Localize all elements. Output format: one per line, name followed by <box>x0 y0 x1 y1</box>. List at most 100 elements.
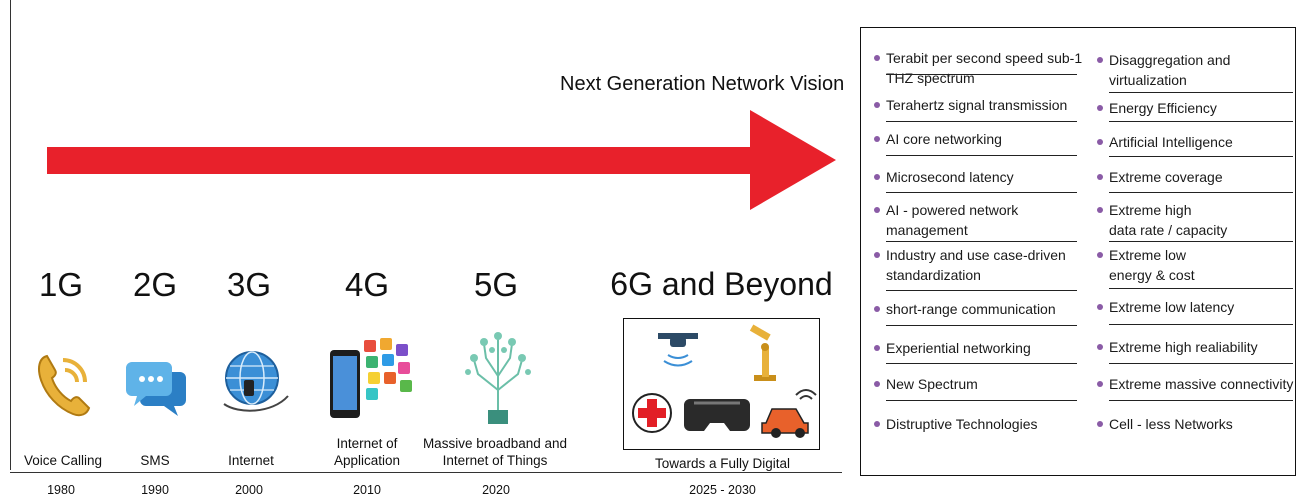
feature-divider <box>886 121 1077 122</box>
caption-4g: Internet of Application <box>320 435 414 469</box>
feature-text: Terabit per second speed sub-1 <box>886 50 1083 66</box>
feature-divider <box>1109 324 1293 325</box>
feature-item: Extreme low latency <box>1097 297 1293 317</box>
gen-label-4g: 4G <box>344 266 390 303</box>
feature-item: AI core networking <box>874 129 1077 149</box>
caption-line: Voice Calling <box>23 453 103 468</box>
left-axis-line <box>10 0 11 470</box>
gen-label-6g: 6G and Beyond <box>610 266 833 302</box>
bullet-icon <box>874 102 880 108</box>
chat-bubbles-icon <box>126 362 186 416</box>
vr-headset-icon <box>684 399 750 431</box>
feature-text: Extreme coverage <box>1109 169 1223 185</box>
feature-text: Experiential networking <box>886 340 1031 356</box>
bullet-icon <box>874 55 880 61</box>
gen-label-5g: 5G <box>473 266 519 303</box>
gen-label-2g: 2G <box>132 266 178 303</box>
feature-item: Extreme high data rate / capacity <box>1097 200 1293 240</box>
feature-divider <box>886 155 1077 156</box>
feature-text: Extreme high <box>1109 202 1192 218</box>
caption-line: Massive broadband and <box>422 436 568 451</box>
feature-divider <box>886 192 1077 193</box>
caption-line: SMS <box>140 453 170 468</box>
bullet-icon <box>1097 381 1103 387</box>
bullet-icon <box>874 306 880 312</box>
feature-item: New Spectrum <box>874 374 1077 394</box>
bullet-icon <box>874 207 880 213</box>
caption-1g: Voice Calling <box>18 452 108 469</box>
feature-divider <box>886 241 1077 242</box>
year-4g: 2010 <box>353 483 381 497</box>
feature-text: Cell - less Networks <box>1109 416 1233 432</box>
digital-world-box <box>623 318 820 450</box>
feature-divider <box>1109 92 1293 93</box>
bullet-icon <box>1097 174 1103 180</box>
feature-text: Microsecond latency <box>886 169 1014 185</box>
timeline-baseline <box>10 472 842 473</box>
caption-line: Internet <box>228 453 274 468</box>
feature-text: Terahertz signal transmission <box>886 97 1068 113</box>
bullet-icon <box>874 174 880 180</box>
year-5g: 2020 <box>482 483 510 497</box>
iot-tree-icon <box>465 332 531 424</box>
bullet-icon <box>874 136 880 142</box>
feature-item: Energy Efficiency <box>1097 98 1293 118</box>
feature-text: Industry and use case-driven <box>886 247 1066 263</box>
feature-text: Artificial Intelligence <box>1109 134 1233 150</box>
feature-item: Extreme coverage <box>1097 167 1293 187</box>
year-2g: 1990 <box>141 483 169 497</box>
bullet-icon <box>874 252 880 258</box>
feature-item: short-range communication <box>874 299 1077 319</box>
feature-divider <box>886 290 1077 291</box>
feature-text: Disaggregation and <box>1109 52 1231 68</box>
feature-text: AI core networking <box>886 131 1002 147</box>
bullet-icon <box>1097 57 1103 63</box>
feature-item: Experiential networking <box>874 338 1077 358</box>
bullet-icon <box>1097 105 1103 111</box>
bullet-icon <box>1097 304 1103 310</box>
feature-divider <box>886 363 1077 364</box>
caption-line: Application <box>333 453 401 468</box>
caption-line: Internet of Things <box>442 453 548 468</box>
feature-divider <box>886 325 1077 326</box>
feature-text: Energy Efficiency <box>1109 100 1217 116</box>
feature-divider <box>1109 288 1293 289</box>
feature-text: data rate / capacity <box>1109 222 1228 238</box>
caption-6g: Towards a Fully Digital <box>630 455 815 472</box>
bullet-icon <box>1097 421 1103 427</box>
bullet-icon <box>1097 207 1103 213</box>
feature-item: Extreme high realiability <box>1097 337 1293 357</box>
feature-divider <box>1109 121 1293 122</box>
feature-text: AI - powered network <box>886 202 1019 218</box>
feature-divider <box>1109 156 1293 157</box>
medical-cross-icon <box>632 393 672 433</box>
feature-item: Terahertz signal transmission <box>874 95 1077 115</box>
bullet-icon <box>1097 139 1103 145</box>
robot-arm-icon <box>749 324 776 381</box>
bullet-icon <box>874 421 880 427</box>
feature-divider <box>886 400 1077 401</box>
bullet-icon <box>874 381 880 387</box>
caption-line: Towards a Fully Digital <box>654 456 791 471</box>
caption-3g: Internet <box>208 452 294 469</box>
feature-text: THZ spectrum <box>886 70 975 86</box>
drone-icon <box>658 333 698 367</box>
smartphone-apps-icon <box>330 338 412 418</box>
feature-text: management <box>886 222 968 238</box>
bullet-icon <box>1097 252 1103 258</box>
feature-text: short-range communication <box>886 301 1056 317</box>
vision-arrow <box>47 110 836 210</box>
bullet-icon <box>874 345 880 351</box>
globe-icon <box>223 351 289 412</box>
connected-car-icon <box>761 389 817 438</box>
year-3g: 2000 <box>235 483 263 497</box>
vision-title: Next Generation Network Vision <box>560 73 845 95</box>
feature-text: virtualization <box>1109 72 1187 88</box>
phone-icon <box>38 354 91 417</box>
year-1g: 1980 <box>47 483 75 497</box>
feature-item: AI - powered network management <box>874 200 1077 240</box>
